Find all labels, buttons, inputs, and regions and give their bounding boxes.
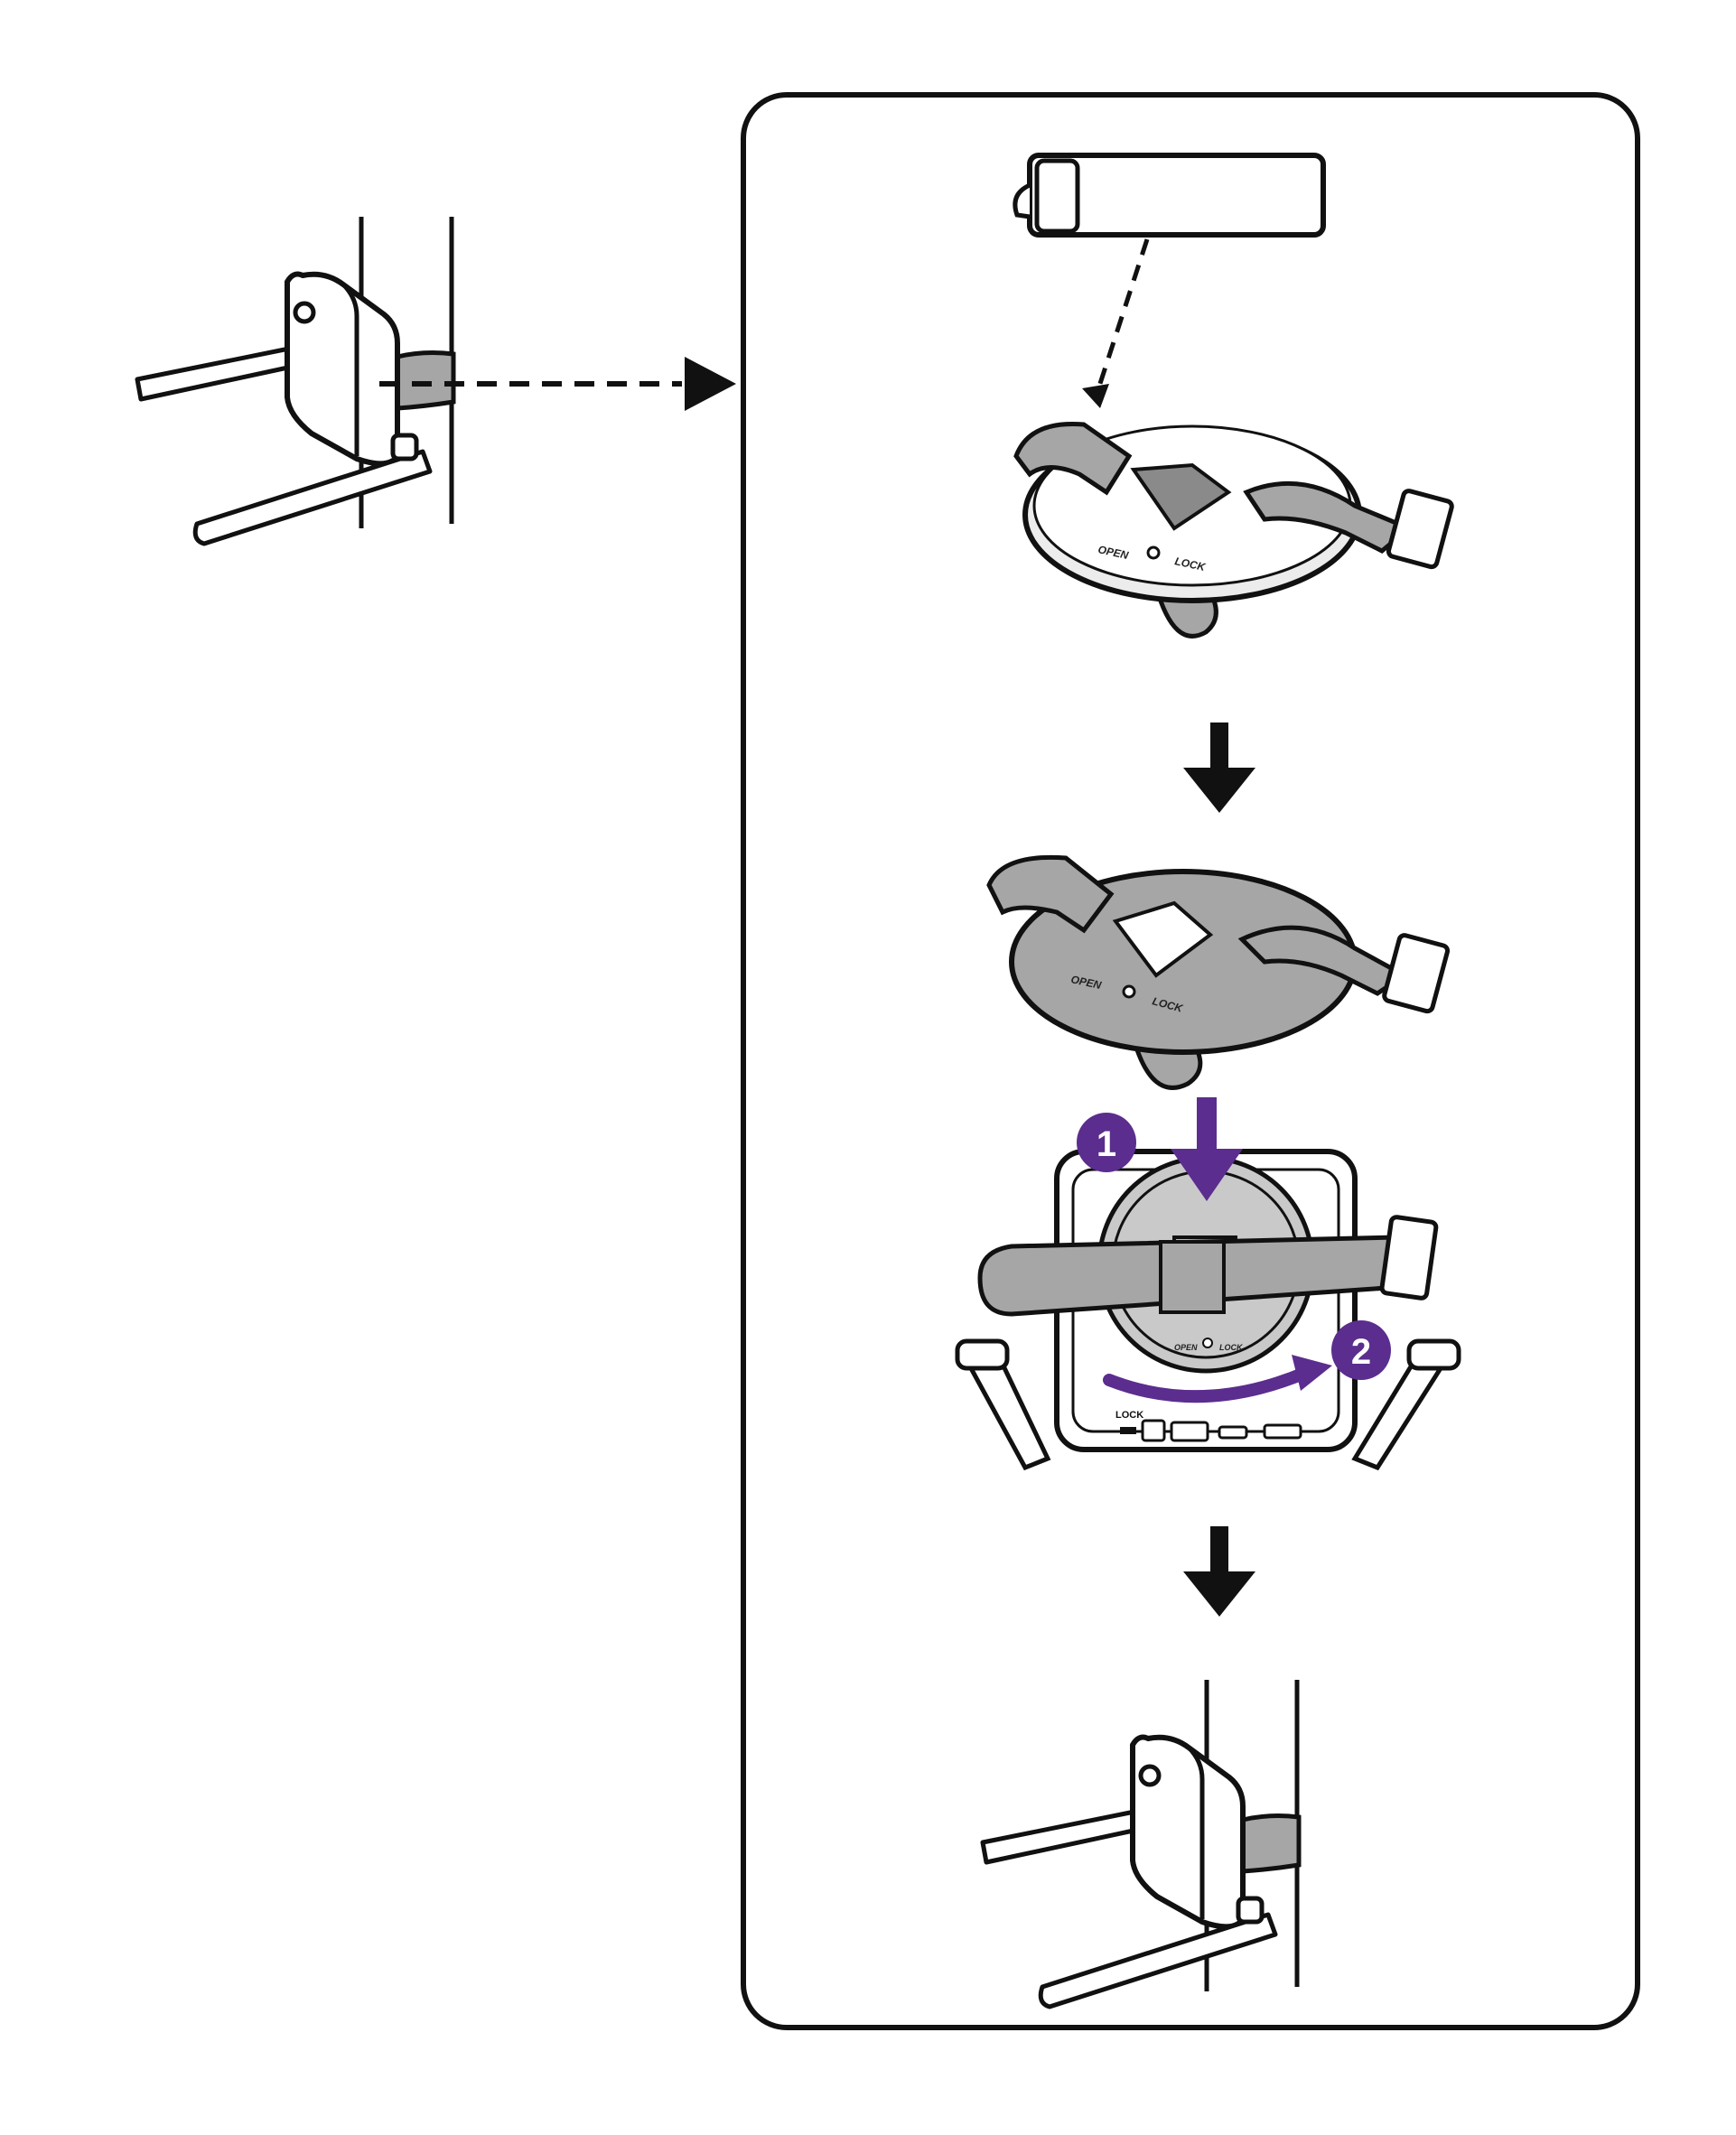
antenna-rear	[135, 345, 299, 402]
antenna-front	[192, 449, 433, 546]
port-extra	[1263, 1423, 1302, 1440]
port-usb	[1170, 1421, 1209, 1442]
strap-buckle	[1379, 1215, 1439, 1301]
label-lock: LOCK	[1219, 1343, 1244, 1352]
port-hdmi	[1218, 1425, 1248, 1440]
device-led	[293, 301, 316, 324]
step-arrow-1	[1183, 723, 1255, 813]
port-power	[1141, 1419, 1166, 1442]
step-1-number: 1	[1097, 1124, 1116, 1164]
final-device-on-pole	[980, 1680, 1302, 2009]
label-open: OPEN	[1097, 543, 1130, 562]
step-2-number: 2	[1351, 1332, 1371, 1372]
arrow-down-icon	[1171, 1149, 1243, 1201]
label-base-lock: LOCK	[1115, 1410, 1143, 1421]
dashed-insert-arrow	[1093, 238, 1150, 398]
step-2-badge	[1331, 1320, 1391, 1380]
strap-buckle	[1386, 489, 1454, 570]
step-arrow-2	[1183, 1526, 1255, 1617]
antenna-front	[1038, 1912, 1278, 2009]
device-led	[1138, 1764, 1162, 1787]
overview-device-on-pole	[135, 217, 456, 546]
step-1-badge	[1077, 1113, 1136, 1172]
strap-band	[1240, 1813, 1302, 1874]
mount-plate-step-1: OPEN LOCK	[1013, 421, 1454, 639]
flow-arrow	[379, 357, 736, 411]
label-open: OPEN	[1069, 973, 1103, 992]
rotate-arrow-icon	[1103, 1366, 1311, 1403]
arrow-down-icon	[1183, 768, 1255, 813]
arrow-down-icon	[1183, 1571, 1255, 1617]
label-open: OPEN	[1174, 1343, 1198, 1352]
strap-band	[395, 350, 456, 411]
strap-left	[1013, 421, 1133, 496]
device-back-assembly: LOCK OPEN LOCK 1 2	[955, 1097, 1461, 1471]
mount-plate-step-2: OPEN LOCK	[986, 854, 1451, 1090]
arrow-down-icon	[1082, 384, 1109, 408]
arrow-right-icon	[685, 357, 736, 411]
strap-piece	[1013, 153, 1326, 238]
port-lock-slot	[1120, 1427, 1136, 1434]
